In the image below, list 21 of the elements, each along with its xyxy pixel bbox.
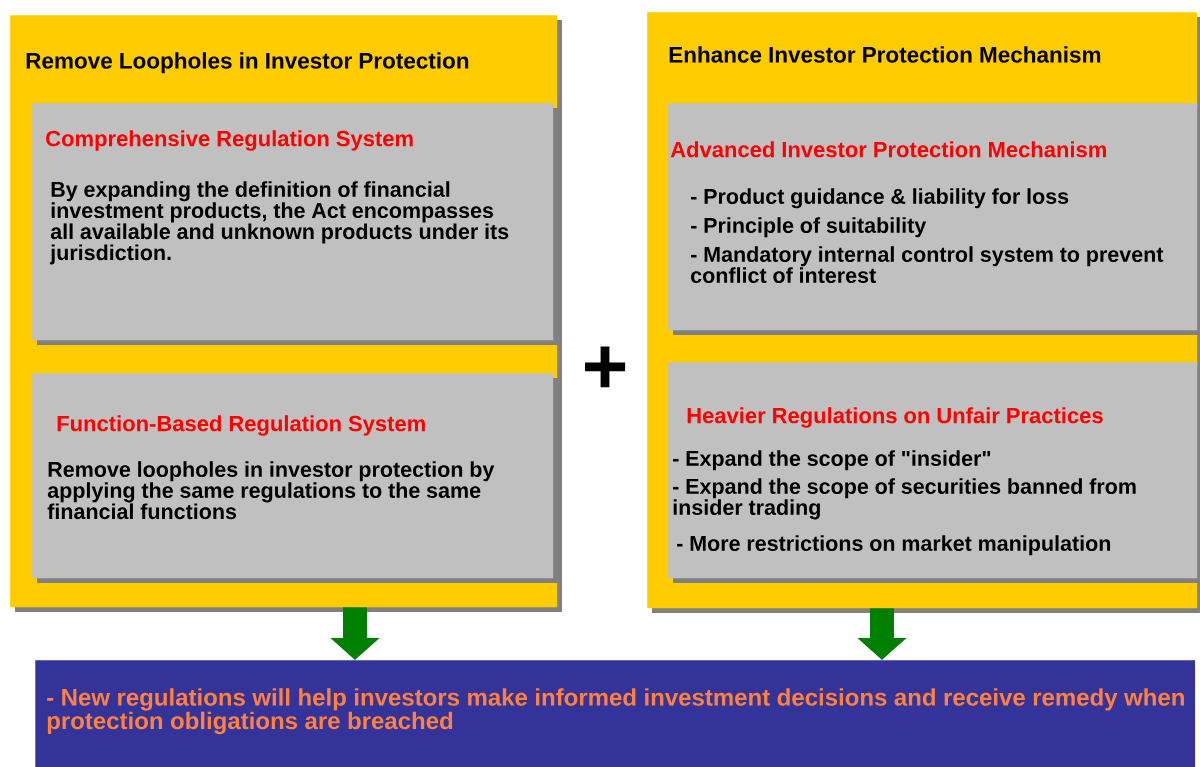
conclusion-banner <box>35 660 1196 767</box>
info-box <box>32 373 558 583</box>
box-text: Remove loopholes in investor protection by applying the same regulations to the same financial functions <box>47 461 495 520</box>
list-item: - More restrictions on market manipulation <box>677 535 1111 556</box>
info-box <box>668 362 1200 583</box>
box-heading: Heavier Regulations on Unfair Practices <box>687 407 1103 428</box>
plus-sign: + <box>585 346 626 388</box>
box-heading: Comprehensive Regulation System <box>46 130 413 151</box>
box-heading: Function-Based Regulation System <box>57 415 425 436</box>
info-box <box>32 103 558 345</box>
title-text: Enhance Investor Protection Mechanism <box>669 46 1101 63</box>
conclusion-text: - New regulations will help investors make informed investment decisions and receive remedy when protection obligations are breached <box>47 688 1184 735</box>
list-item: - Mandatory internal control system to prevent conflict of interest <box>691 246 1164 283</box>
list-item: - Expand the scope of securities banned from insider trading <box>673 478 1136 520</box>
info-box <box>668 103 1200 335</box>
title-text: Remove Loopholes in Investor Protection <box>26 52 469 74</box>
list-item: - Principle of suitability <box>691 217 927 238</box>
list-item: - Product guidance & liability for loss <box>691 188 1069 209</box>
list-item: - Expand the scope of "insider" <box>673 450 991 471</box>
box-heading: Advanced Investor Protection Mechanism <box>670 141 1106 158</box>
box-text: By expanding the definition of financial investment products, the Act encompasses all available and unknown products under its jurisdiction. <box>49 181 509 265</box>
